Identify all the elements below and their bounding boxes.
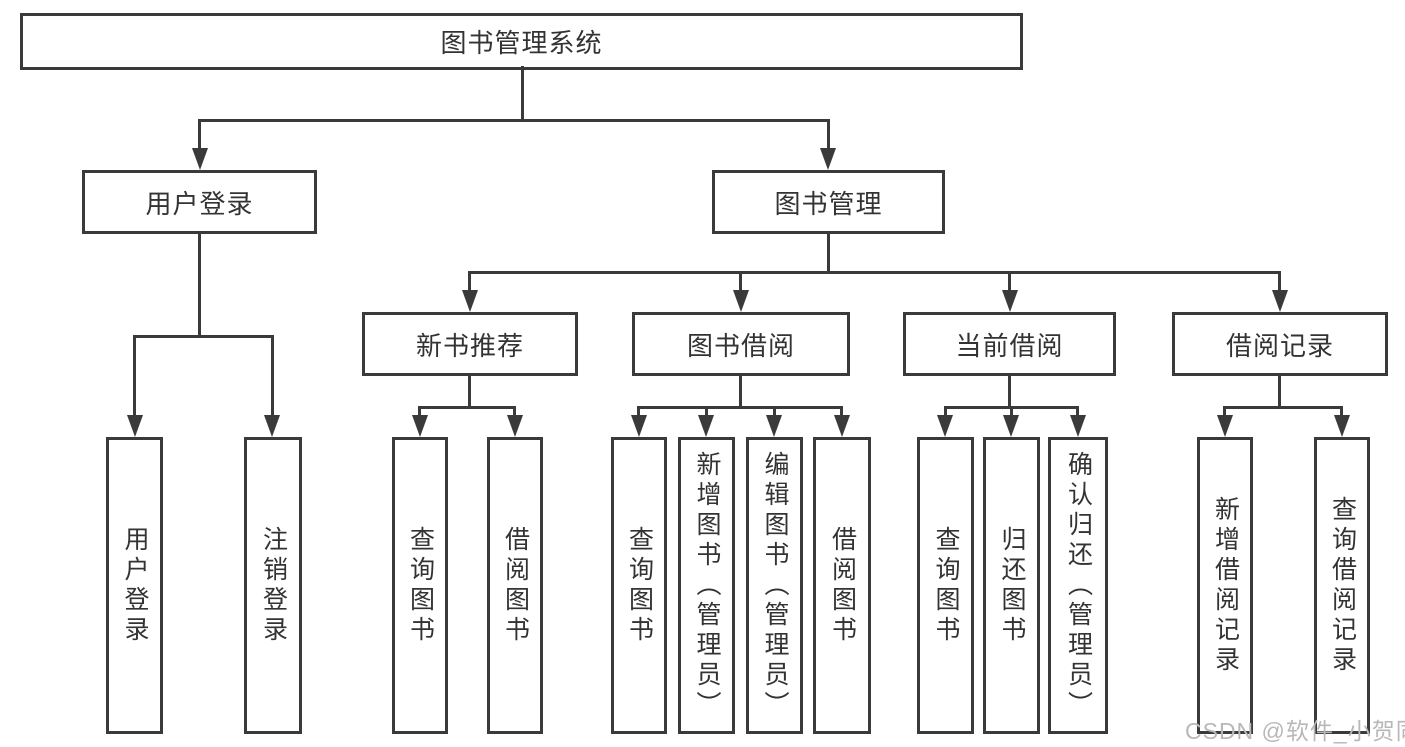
leaf-add-book-admin-label: 新增图书（管理员）	[693, 450, 721, 721]
leaf-borrow-books-2-label: 借阅图书	[828, 525, 857, 646]
leaf-confirm-return-admin-label: 确认归还（管理员）	[1064, 450, 1093, 721]
connector-vline	[739, 373, 742, 409]
leaf-edit-book-admin-label: 编辑图书（管理员）	[761, 450, 789, 721]
arrow-down-icon	[462, 290, 478, 312]
arrow-down-icon	[1217, 415, 1233, 437]
node-current-borrowing: 当前借阅	[903, 312, 1116, 376]
arrow-down-icon	[766, 415, 782, 437]
connector-vline	[827, 231, 830, 274]
node-root: 图书管理系统	[20, 13, 1023, 70]
connector-vline	[705, 406, 708, 420]
leaf-add-book-admin: 新增图书（管理员）	[678, 437, 735, 734]
leaf-user-login-label: 用户登录	[121, 525, 149, 646]
watermark-text: CSDN @软件_小贺同学	[1185, 718, 1405, 744]
connector-vline	[1223, 406, 1226, 420]
arrow-down-icon	[1070, 415, 1086, 437]
connector-hline	[133, 335, 274, 338]
leaf-borrow-books-2: 借阅图书	[813, 437, 871, 734]
connector-vline	[521, 66, 524, 121]
node-borrow-records: 借阅记录	[1172, 312, 1388, 376]
connector-vline	[468, 271, 471, 296]
leaf-query-books-1: 查询图书	[392, 437, 448, 734]
leaf-logout-label: 注销登录	[259, 525, 288, 646]
connector-hline	[198, 119, 830, 122]
connector-vline	[1008, 373, 1011, 409]
leaf-return-book: 归还图书	[983, 437, 1040, 734]
connector-hline	[944, 406, 1079, 409]
leaf-query-books-3: 查询图书	[917, 437, 974, 734]
connector-vline	[840, 406, 843, 420]
node-borrow-records-label: 借阅记录	[1225, 330, 1334, 361]
leaf-edit-book-admin: 编辑图书（管理员）	[746, 437, 803, 734]
connector-vline	[739, 271, 742, 296]
connector-vline	[944, 406, 947, 420]
leaf-borrow-books-1: 借阅图书	[487, 437, 543, 734]
arrow-down-icon	[733, 290, 749, 312]
arrow-down-icon	[1002, 290, 1018, 312]
arrow-down-icon	[1003, 415, 1019, 437]
connector-vline	[1008, 271, 1011, 296]
node-root-label: 图书管理系统	[440, 28, 603, 58]
connector-vline	[418, 406, 421, 420]
arrow-down-icon	[1272, 290, 1288, 312]
connector-vline	[198, 231, 201, 338]
connector-hline	[637, 406, 843, 409]
connector-vline	[1278, 271, 1281, 296]
node-book-borrowing-label: 图书借阅	[686, 330, 795, 361]
connector-vline	[133, 335, 136, 420]
connector-vline	[773, 406, 776, 420]
leaf-query-books-3-label: 查询图书	[932, 525, 960, 646]
connector-vline	[637, 406, 640, 420]
connector-vline	[513, 406, 516, 420]
node-book-management-label: 图书管理	[774, 188, 883, 219]
arrow-down-icon	[834, 415, 850, 437]
leaf-return-book-label: 归还图书	[998, 525, 1026, 646]
connector-vline	[1340, 406, 1343, 420]
node-book-borrowing: 图书借阅	[632, 312, 850, 376]
connector-vline	[827, 119, 830, 151]
node-user-login: 用户登录	[82, 170, 317, 234]
node-book-management: 图书管理	[712, 170, 945, 234]
leaf-borrow-books-1-label: 借阅图书	[501, 525, 530, 646]
connector-vline	[198, 119, 201, 151]
arrow-down-icon	[937, 415, 953, 437]
connector-vline	[468, 373, 471, 409]
leaf-add-borrow-record: 新增借阅记录	[1197, 437, 1253, 734]
leaf-query-books-2: 查询图书	[611, 437, 667, 734]
arrow-down-icon	[507, 415, 523, 437]
leaf-confirm-return-admin: 确认归还（管理员）	[1048, 437, 1108, 734]
arrow-down-icon	[127, 415, 143, 437]
node-current-borrowing-label: 当前借阅	[955, 330, 1064, 361]
node-user-login-label: 用户登录	[145, 188, 254, 219]
leaf-query-books-2-label: 查询图书	[625, 525, 654, 646]
connector-hline	[418, 406, 516, 409]
arrow-down-icon	[264, 415, 280, 437]
connector-vline	[1076, 406, 1079, 420]
arrow-down-icon	[192, 148, 208, 170]
leaf-logout: 注销登录	[244, 437, 302, 734]
node-new-book-recommend: 新书推荐	[362, 312, 578, 376]
node-new-book-recommend-label: 新书推荐	[415, 330, 524, 361]
arrow-down-icon	[820, 148, 836, 170]
connector-hline	[1223, 406, 1343, 409]
leaf-query-borrow-record: 查询借阅记录	[1314, 437, 1370, 734]
connector-vline	[1010, 406, 1013, 420]
leaf-user-login: 用户登录	[106, 437, 163, 734]
connector-vline	[271, 335, 274, 420]
leaf-query-books-1-label: 查询图书	[406, 525, 435, 646]
leaf-add-borrow-record-label: 新增借阅记录	[1211, 495, 1240, 676]
arrow-down-icon	[412, 415, 428, 437]
arrow-down-icon	[698, 415, 714, 437]
arrow-down-icon	[631, 415, 647, 437]
connector-hline	[468, 271, 1281, 274]
leaf-query-borrow-record-label: 查询借阅记录	[1328, 495, 1357, 676]
connector-vline	[1278, 373, 1281, 409]
arrow-down-icon	[1334, 415, 1350, 437]
